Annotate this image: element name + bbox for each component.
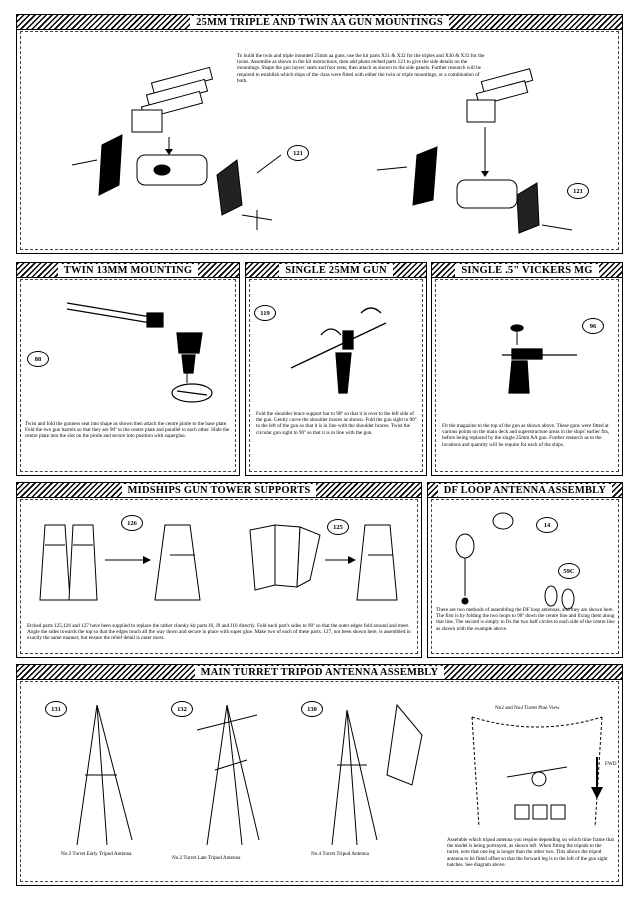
tripod-caption-b: No.2 Turret Late Tripod Antenna bbox=[172, 855, 241, 861]
tripod-title: MAIN TURRET TRIPOD ANTENNA ASSEMBLY bbox=[194, 665, 445, 679]
midships-panel: MIDSHIPS GUN TOWER SUPPORTS 126 125 Etch… bbox=[16, 482, 422, 658]
tripod-plan-illustration bbox=[471, 716, 603, 828]
aa-callout-left: 121 bbox=[287, 145, 309, 161]
tripod-caption-c: No.4 Turret Tripod Antenna bbox=[311, 851, 369, 857]
tripod-callout-c: 130 bbox=[301, 701, 323, 717]
single25-illustration bbox=[290, 307, 387, 394]
tripod-plan-title: No2 and No4 Turret Plan View bbox=[495, 705, 560, 711]
twin13-text: Twist and fold the gunners seat into sha… bbox=[25, 421, 230, 440]
tripod-fwd-label: FWD bbox=[605, 761, 617, 767]
tripod-caption-a: No.2 Turret Early Tripod Antenna bbox=[61, 851, 132, 857]
df-panel: DF LOOP ANTENNA ASSEMBLY 14 59C There ar… bbox=[427, 482, 623, 658]
twin13-illustration bbox=[66, 302, 213, 403]
midships-illustration bbox=[39, 524, 398, 601]
twin13-panel: TWIN 13MM MOUNTING 88 Twist and fold the… bbox=[16, 262, 240, 476]
twin13-title: TWIN 13MM MOUNTING bbox=[57, 263, 199, 277]
aa-panel: 25MM TRIPLE AND TWIN AA GUN MOUNTINGS To… bbox=[16, 14, 623, 254]
midships-text: Etched parts 125,126 and 127 have been s… bbox=[27, 623, 411, 642]
tripod-callout-a: 131 bbox=[45, 701, 67, 717]
twin13-callout: 88 bbox=[27, 351, 49, 367]
single25-text: Fold the shoulder brace support bar to 9… bbox=[256, 411, 417, 436]
df-callout-a: 14 bbox=[536, 517, 558, 533]
aa-left-illustration bbox=[71, 66, 282, 230]
df-text: There are two methods of assembling the … bbox=[436, 607, 615, 632]
single25-callout: 119 bbox=[254, 305, 276, 321]
midships-callout-b: 125 bbox=[327, 519, 349, 535]
vickers-callout: 96 bbox=[582, 318, 604, 334]
tripod-illustration bbox=[76, 703, 423, 846]
midships-callout-a: 126 bbox=[121, 515, 143, 531]
single25-title: SINGLE 25MM GUN bbox=[279, 263, 393, 277]
single25-panel: SINGLE 25MM GUN 119 Fold the shoulder br… bbox=[245, 262, 427, 476]
aa-header: 25MM TRIPLE AND TWIN AA GUN MOUNTINGS bbox=[17, 15, 622, 30]
midships-title: MIDSHIPS GUN TOWER SUPPORTS bbox=[121, 483, 317, 497]
vickers-text: Fit the magazine to the top of the gun a… bbox=[442, 423, 610, 448]
aa-right-illustration bbox=[376, 68, 573, 234]
vickers-title: SINGLE .5" VICKERS MG bbox=[455, 263, 599, 277]
df-callout-b: 59C bbox=[558, 563, 580, 579]
vickers-panel: SINGLE .5" VICKERS MG 96 Fit the magazin… bbox=[431, 262, 623, 476]
tripod-callout-b: 132 bbox=[171, 701, 193, 717]
tripod-panel: MAIN TURRET TRIPOD ANTENNA ASSEMBLY 131 … bbox=[16, 664, 623, 886]
aa-callout-right: 121 bbox=[567, 183, 589, 199]
df-title: DF LOOP ANTENNA ASSEMBLY bbox=[437, 483, 613, 497]
vickers-illustration bbox=[502, 324, 577, 394]
aa-text: To build the twin and triple mounted 25m… bbox=[237, 53, 485, 84]
aa-title: 25MM TRIPLE AND TWIN AA GUN MOUNTINGS bbox=[190, 15, 449, 29]
tripod-text: Assemble which tripod antenna you requir… bbox=[447, 837, 614, 868]
df-illustration bbox=[455, 512, 575, 610]
